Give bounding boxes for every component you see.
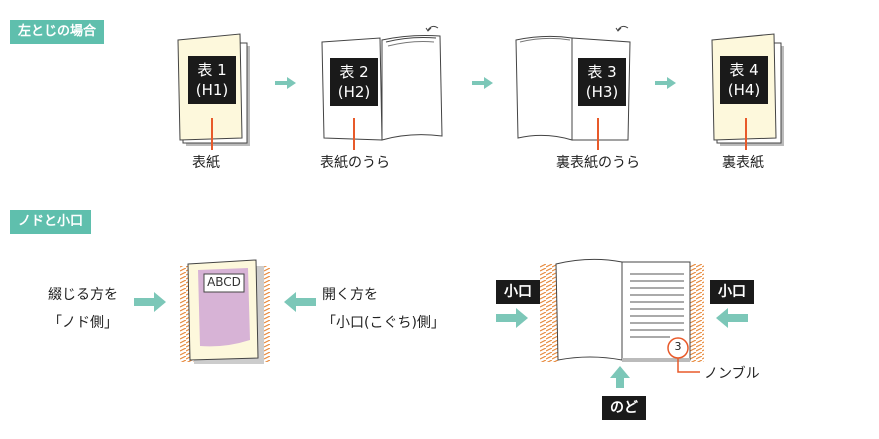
page-abcd-text: ABCD <box>207 275 241 289</box>
section-tag-spine-edge: ノドと小口 <box>10 210 92 234</box>
stripes-open-left <box>540 264 558 362</box>
turn-arrow-h2 <box>427 25 439 31</box>
abcd-box <box>203 273 245 293</box>
arrow-spine-up <box>610 366 630 388</box>
book-h1 <box>177 33 250 150</box>
caption-h2: 表紙のうら <box>320 155 390 171</box>
arrow-to-edge <box>284 292 316 312</box>
label-box-h2 <box>330 58 378 106</box>
arrow-right-3 <box>655 77 676 89</box>
turn-arrow-h3 <box>617 25 629 31</box>
label-box-h3 <box>578 58 626 106</box>
book-h3 <box>515 25 631 150</box>
page-number-leader <box>677 358 700 373</box>
cover-h3-text: 表 3 (H3) <box>578 62 626 102</box>
cover-h3-line1: 表 3 <box>587 63 617 81</box>
label-box-h1 <box>188 56 236 104</box>
cover-h2-line2: (H2) <box>337 83 371 101</box>
cover-h1-line2: (H1) <box>195 81 229 99</box>
binding-left-text-1: 綴じる方を <box>48 287 118 303</box>
cover-h4-line2: (H4) <box>727 81 761 99</box>
binding-book <box>180 259 270 364</box>
book-h2 <box>321 25 443 150</box>
arrow-right-2 <box>472 77 493 89</box>
arrow-edge-right <box>716 308 748 328</box>
book-h4 <box>711 33 784 150</box>
tag-edge-left: 小口 <box>496 280 540 304</box>
arrow-right-1 <box>275 77 296 89</box>
binding-right-text-2: 「小口(こぐち)側」 <box>322 315 445 331</box>
section-tag-left-binding: 左とじの場合 <box>10 20 105 44</box>
caption-h4: 裏表紙 <box>722 155 764 171</box>
open-book <box>540 258 704 373</box>
cover-h2-line1: 表 2 <box>339 63 369 81</box>
page-number-label: ノンブル <box>704 366 760 382</box>
binding-left-text-2: 「ノド側」 <box>48 315 118 331</box>
label-box-h4 <box>720 56 768 104</box>
cover-h4-text: 表 4 (H4) <box>720 60 768 100</box>
cover-h1-text: 表 1 (H1) <box>188 60 236 100</box>
arrow-to-spine <box>134 292 166 312</box>
binding-right-text-1: 開く方を <box>322 287 378 303</box>
cover-h2-text: 表 2 (H2) <box>330 62 378 102</box>
text-lines <box>630 273 684 338</box>
page-number: 3 <box>674 340 682 353</box>
cover-h1-line1: 表 1 <box>197 61 227 79</box>
tag-spine: のど <box>602 396 646 420</box>
tag-edge-right: 小口 <box>710 280 754 304</box>
caption-h3: 裏表紙のうら <box>556 155 640 171</box>
caption-h1: 表紙 <box>192 155 220 171</box>
arrow-edge-left <box>496 308 528 328</box>
cover-h4-line1: 表 4 <box>729 61 759 79</box>
cover-h3-line2: (H3) <box>585 83 619 101</box>
